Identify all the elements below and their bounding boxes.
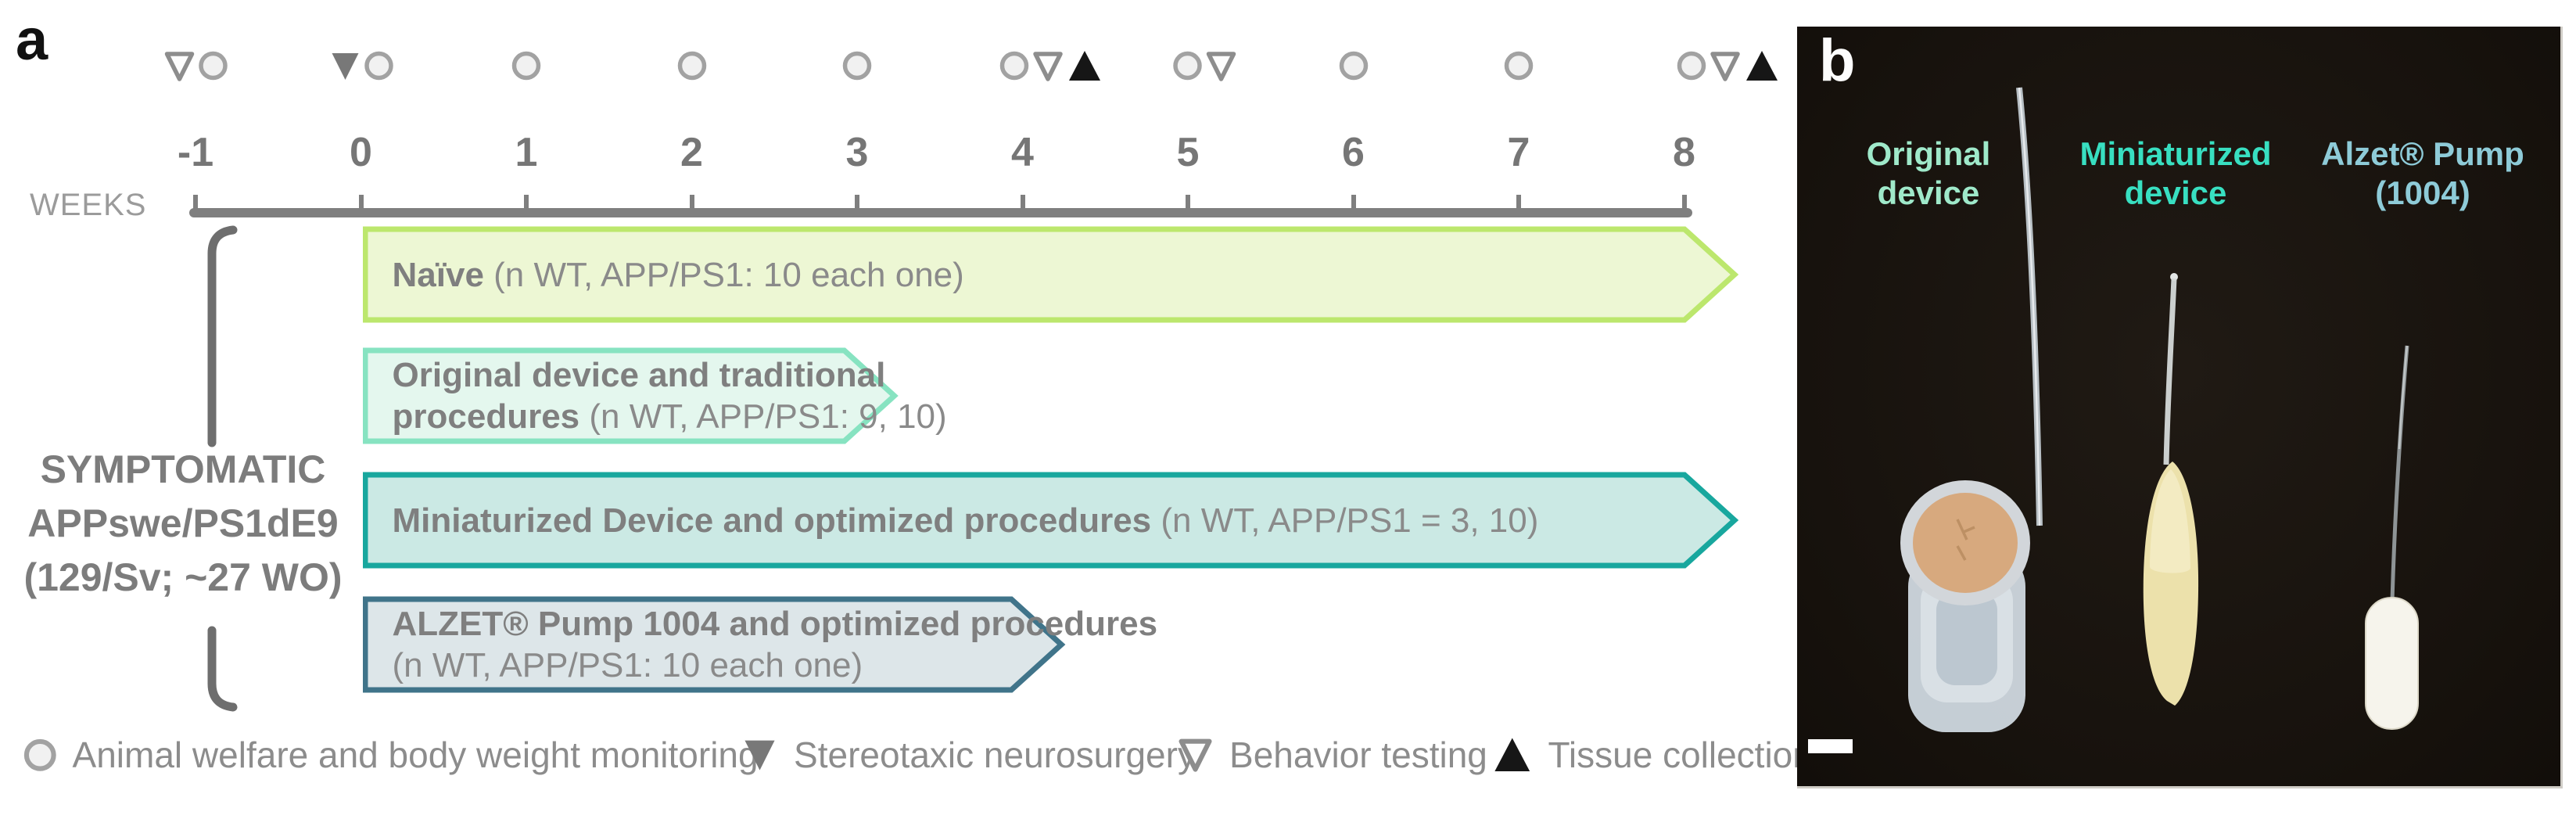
week-number: 7 — [1507, 130, 1530, 175]
week-number: 2 — [680, 130, 703, 175]
legend-item-circle: Animal welfare and body weight monitorin… — [23, 731, 759, 779]
axis-tick — [524, 195, 529, 210]
triangle-down-filled-icon — [328, 49, 361, 82]
legend-label: Animal welfare and body weight monitorin… — [72, 735, 759, 775]
group-bar-label: ALZET® Pump 1004 and optimized procedure… — [392, 605, 1158, 684]
week-number: 3 — [845, 130, 869, 175]
alzet-pump-photo — [2365, 345, 2419, 730]
week-8-events — [1677, 44, 1780, 88]
device-label-2: Miniaturized device — [2050, 135, 2301, 213]
week-number: 5 — [1176, 130, 1200, 175]
week-number: 0 — [350, 130, 372, 175]
axis-tick — [1351, 195, 1356, 210]
triangle-down-open-icon — [1177, 736, 1214, 773]
axis-tick — [689, 195, 694, 210]
week-0-events — [328, 44, 393, 88]
miniaturized-device-photo — [2143, 273, 2199, 706]
device-label-3: Alzet® Pump (1004) — [2298, 135, 2548, 213]
week-7-events — [1504, 44, 1534, 88]
device-label-line2: (1004) — [2375, 174, 2470, 211]
group-bracket — [207, 225, 238, 712]
circle-icon — [677, 51, 707, 81]
legend-label: Tissue collection — [1548, 735, 1813, 775]
circle-icon — [1173, 51, 1203, 81]
group-label-line3: (129/Sv; ~27 WO) — [23, 555, 343, 599]
group-label: SYMPTOMATIC APPswe/PS1dE9 (129/Sv; ~27 W… — [22, 443, 344, 605]
axis-tick — [193, 195, 198, 210]
week-number: 8 — [1673, 130, 1695, 175]
week--1-events — [163, 44, 228, 88]
week-number: 6 — [1342, 130, 1365, 175]
triangle-down-open-icon — [1709, 49, 1742, 82]
axis-tick — [1681, 195, 1687, 210]
device-label-line1: Alzet® Pump — [2321, 135, 2524, 172]
legend-label: Behavior testing — [1229, 735, 1487, 775]
legend-item-triangle-down-filled: Stereotaxic neurosurgery — [741, 731, 1196, 779]
device-label-line2: device — [1877, 174, 1980, 211]
triangle-down-open-icon — [1031, 49, 1064, 82]
triangle-down-open-icon — [163, 49, 196, 82]
triangle-up-filled-icon — [1744, 48, 1780, 84]
circle-icon — [842, 51, 872, 81]
axis-tick — [1186, 195, 1190, 210]
group-bar-naive: Naïve (n WT, APP/PS1: 10 each one) — [362, 226, 1738, 323]
group-label-line1: SYMPTOMATIC — [40, 447, 326, 491]
circle-icon — [999, 51, 1029, 81]
legend-label: Stereotaxic neurosurgery — [794, 735, 1196, 775]
circle-icon — [1339, 51, 1369, 81]
week-1-events — [511, 44, 541, 88]
circle-icon — [364, 51, 393, 81]
devices-illustration — [1808, 87, 2419, 753]
week-number: 1 — [515, 130, 538, 175]
device-label-line2: device — [2124, 174, 2227, 211]
legend-item-triangle-up-filled: Tissue collection — [1492, 731, 1813, 779]
axis-tick — [855, 195, 859, 210]
device-label-line1: Original — [1866, 135, 1991, 172]
original-device-photo — [1900, 87, 2043, 732]
group-bar-label: Miniaturized Device and optimized proced… — [392, 501, 1539, 540]
timeline-axis — [189, 208, 1692, 217]
week-6-events — [1339, 44, 1369, 88]
week-5-events — [1173, 44, 1238, 88]
axis-tick — [1020, 195, 1025, 210]
week-2-events — [677, 44, 707, 88]
weeks-axis-label: WEEKS — [30, 188, 147, 222]
week-4-events — [999, 44, 1103, 88]
triangle-up-filled-icon — [1492, 735, 1533, 775]
panel-a-label: a — [16, 7, 48, 72]
group-bar-label: Naïve (n WT, APP/PS1: 10 each one) — [392, 255, 964, 294]
circle-icon — [511, 51, 541, 81]
axis-tick — [358, 195, 364, 210]
legend-item-triangle-down-open: Behavior testing — [1177, 731, 1487, 779]
circle-icon — [1504, 51, 1534, 81]
week-3-events — [842, 44, 872, 88]
triangle-down-filled-icon — [741, 736, 778, 773]
group-label-line2: APPswe/PS1dE9 — [27, 501, 339, 545]
scale-bar — [1808, 739, 1853, 753]
triangle-down-open-icon — [1205, 49, 1238, 82]
week-number: -1 — [177, 130, 214, 175]
device-label-1: Original device — [1803, 135, 2054, 213]
week-number: 4 — [1011, 130, 1034, 175]
triangle-up-filled-icon — [1067, 48, 1103, 84]
circle-icon — [1677, 51, 1706, 81]
circle-icon — [199, 51, 228, 81]
circle-icon — [23, 738, 57, 772]
group-bar-alzet-pump: ALZET® Pump 1004 and optimized procedure… — [362, 596, 1157, 693]
axis-tick — [1516, 195, 1521, 210]
panel-b-label: b — [1819, 27, 1856, 94]
device-label-line1: Miniaturized — [2079, 135, 2272, 172]
group-bar-miniaturized-device: Miniaturized Device and optimized proced… — [362, 472, 1738, 569]
